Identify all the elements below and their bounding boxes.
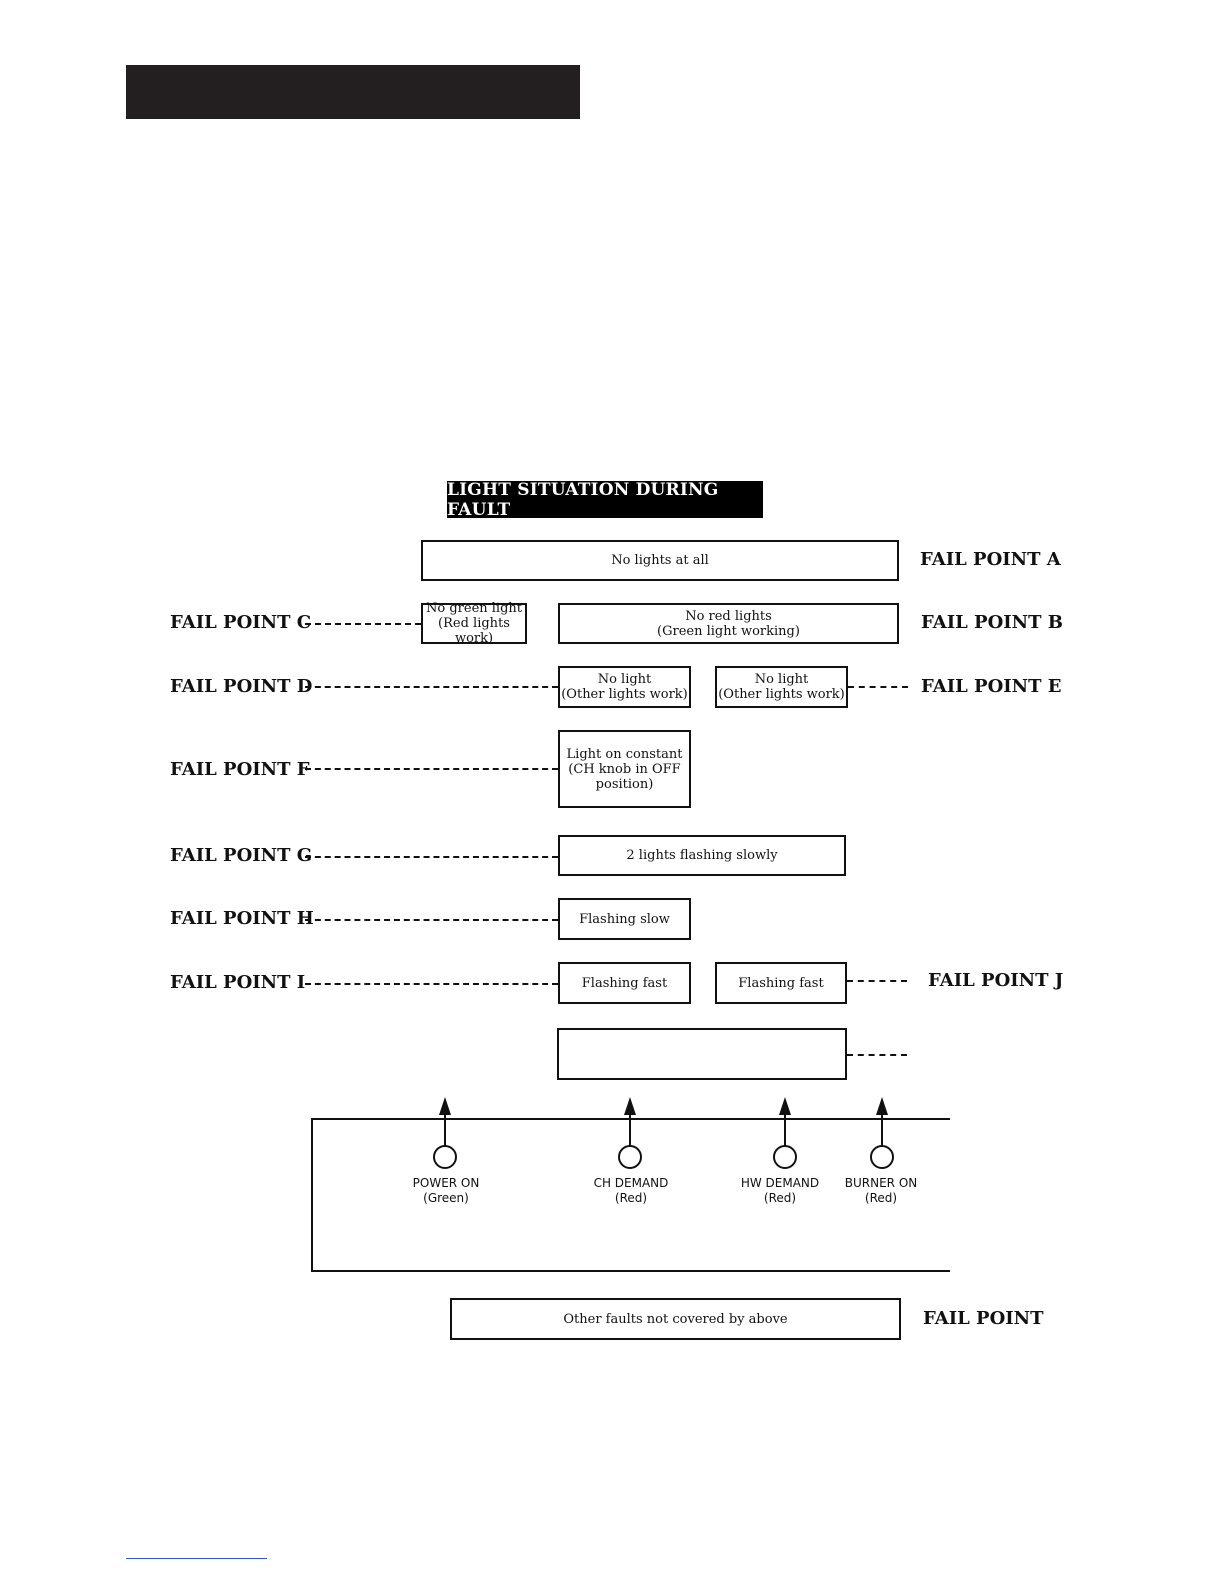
lamp-burner-stem	[881, 1114, 883, 1146]
fail-point-h-label: FAIL POINT H	[170, 908, 314, 929]
connector-h	[305, 919, 558, 921]
box-no-light-e: No light (Other lights work)	[715, 666, 848, 708]
lamp-burner-on-label: BURNER ON (Red)	[844, 1176, 918, 1205]
box-flashing-slow: Flashing slow	[558, 898, 691, 940]
lamp-hw-arrowhead	[779, 1097, 791, 1115]
fail-point-j-label: FAIL POINT J	[928, 970, 1064, 991]
connector-g	[305, 856, 558, 858]
header-bar	[126, 65, 580, 119]
lamp-ch-stem	[629, 1114, 631, 1146]
box-no-red-lights: No red lights (Green light working)	[558, 603, 899, 644]
lamp-hw-demand-indicator	[773, 1145, 797, 1169]
box-flashing-fast-j: Flashing fast	[715, 962, 847, 1004]
connector-j	[847, 980, 907, 982]
fail-point-e-label: FAIL POINT E	[921, 676, 1062, 697]
lamp-power-stem	[444, 1114, 446, 1146]
connector-c	[305, 623, 421, 625]
fail-point-g-label: FAIL POINT G	[170, 845, 313, 866]
lamp-power-arrowhead	[439, 1097, 451, 1115]
box-flashing-fast-i: Flashing fast	[558, 962, 691, 1004]
fail-point-d-label: FAIL POINT D	[170, 676, 313, 697]
box-two-lights-flashing-slowly: 2 lights flashing slowly	[558, 835, 846, 876]
diagram-title: LIGHT SITUATION DURING FAULT	[447, 480, 763, 520]
lamp-ch-demand-indicator	[618, 1145, 642, 1169]
lamp-ch-arrowhead	[624, 1097, 636, 1115]
fail-point-f-label: FAIL POINT F	[170, 759, 310, 780]
footer-rule	[126, 1558, 267, 1559]
fail-point-a-label: FAIL POINT A	[920, 549, 1061, 570]
connector-k	[847, 1054, 907, 1056]
lamp-power-on-label: POWER ON (Green)	[412, 1176, 480, 1205]
box-other-faults: Other faults not covered by above	[450, 1298, 901, 1340]
box-no-lights: No lights at all	[421, 540, 899, 581]
lamp-power-on-indicator	[433, 1145, 457, 1169]
lamp-hw-stem	[784, 1114, 786, 1146]
fail-point-i-label: FAIL POINT I	[170, 972, 306, 993]
lamp-burner-arrowhead	[876, 1097, 888, 1115]
box-light-on-constant: Light on constant (CH knob in OFF positi…	[558, 730, 691, 808]
connector-i	[305, 983, 558, 985]
connector-e	[848, 686, 908, 688]
box-no-green-light: No green light (Red lights work)	[421, 601, 527, 646]
lamp-burner-on-indicator	[870, 1145, 894, 1169]
fail-point-other-label: FAIL POINT	[923, 1308, 1044, 1329]
connector-d	[305, 686, 558, 688]
box-no-light-d: No light (Other lights work)	[558, 666, 691, 708]
lamp-ch-demand-label: CH DEMAND (Red)	[593, 1176, 669, 1205]
box-empty	[557, 1028, 847, 1080]
connector-f	[305, 768, 558, 770]
fail-point-c-label: FAIL POINT C	[170, 612, 312, 633]
lamp-hw-demand-label: HW DEMAND (Red)	[740, 1176, 820, 1205]
fail-point-b-label: FAIL POINT B	[921, 612, 1063, 633]
